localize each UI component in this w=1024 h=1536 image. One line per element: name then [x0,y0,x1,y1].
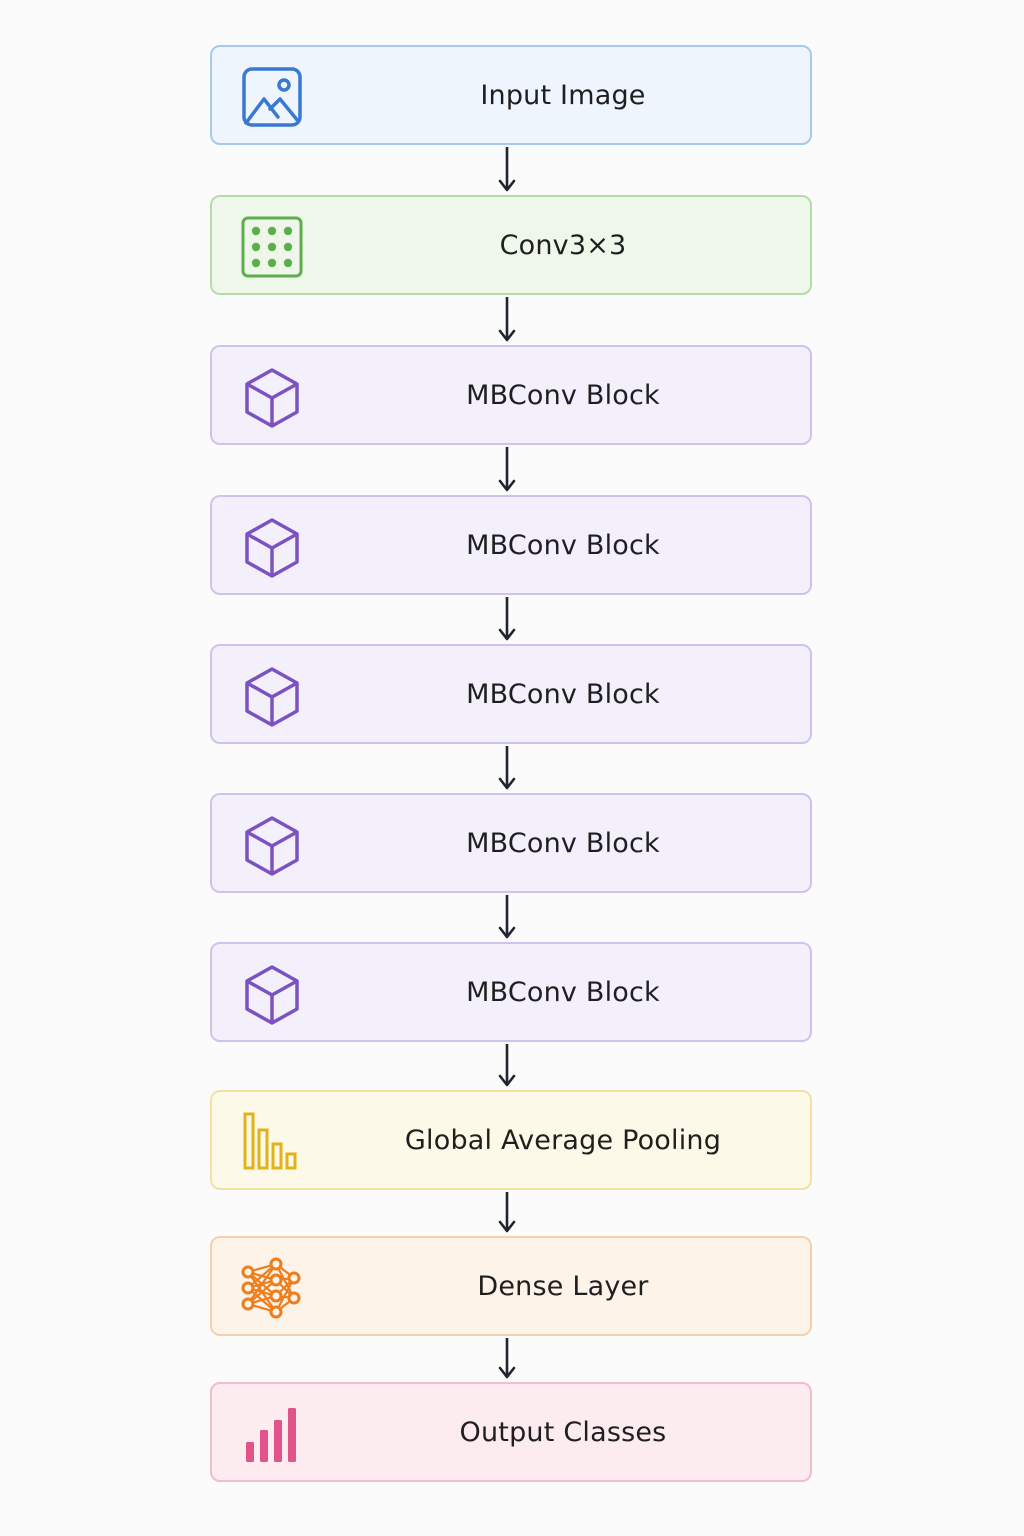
block-label: MBConv Block [466,827,660,859]
cube-icon [240,813,304,877]
block-conv3-3: Conv3×3 [210,195,812,295]
flow-arrow [498,597,516,641]
pooling-bars-icon [240,1110,304,1174]
bar-chart-icon [240,1402,304,1466]
block-label: MBConv Block [466,379,660,411]
block-mbconv-block-2: MBConv Block [210,495,812,595]
block-mbconv-block-3: MBConv Block [210,644,812,744]
block-input-image: Input Image [210,45,812,145]
flow-arrow [498,297,516,342]
cube-icon [240,365,304,429]
grid-dots-icon [240,215,304,279]
block-label: Input Image [480,79,646,111]
block-output-classes: Output Classes [210,1382,812,1482]
block-label: Output Classes [459,1416,667,1448]
block-label: MBConv Block [466,529,660,561]
block-label: Dense Layer [477,1270,649,1302]
neural-network-icon [240,1256,304,1320]
block-global-average-pooling: Global Average Pooling [210,1090,812,1190]
cube-icon [240,515,304,579]
block-label: MBConv Block [466,976,660,1008]
block-label: MBConv Block [466,678,660,710]
block-label: Global Average Pooling [404,1124,722,1156]
flow-arrow [498,447,516,492]
block-mbconv-block-5: MBConv Block [210,942,812,1042]
block-mbconv-block-1: MBConv Block [210,345,812,445]
image-icon [240,65,304,129]
flow-arrow [498,1044,516,1087]
block-label: Conv3×3 [499,229,627,261]
flow-arrow [498,1338,516,1379]
cube-icon [240,664,304,728]
flow-arrow [498,1192,516,1233]
flow-arrow [498,895,516,939]
block-mbconv-block-4: MBConv Block [210,793,812,893]
cube-icon [240,962,304,1026]
flow-arrow [498,746,516,790]
flow-arrow [498,147,516,192]
block-dense-layer: Dense Layer [210,1236,812,1336]
